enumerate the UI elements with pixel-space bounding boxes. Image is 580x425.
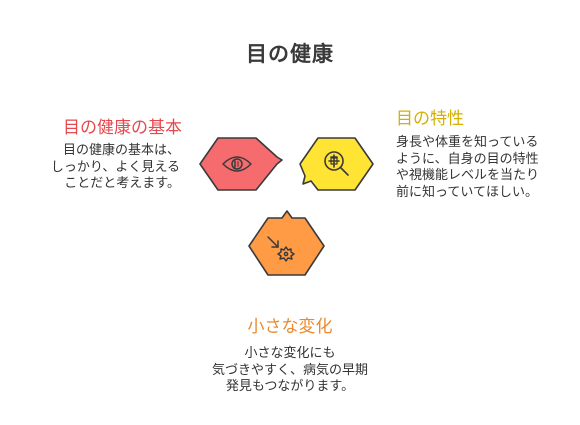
eye-icon [222, 156, 252, 172]
traits-line: 前に知っていてほしい。 [396, 184, 538, 200]
change-line: 気づきやすく、病気の早期 [211, 362, 368, 378]
basics-heading: 目の健康の基本 [63, 118, 182, 138]
basics-line: 目の健康の基本は、 [62, 143, 180, 158]
change-description: 小さな変化にも 気づきやすく、病気の早期 発見もつながります。 [0, 346, 580, 396]
traits-line: ように、自身の目の特性 [396, 151, 539, 167]
diagram-title: 目の健康 [246, 42, 334, 66]
change-hexagon [248, 210, 325, 276]
traits-heading: 目の特性 [396, 109, 464, 129]
traits-line: 身長や体重を知っている [396, 135, 539, 150]
traits-line: や視機能レベルを当たり [396, 168, 540, 183]
change-heading: 小さな変化 [247, 317, 333, 337]
basics-line: しっかり、よく見える [50, 159, 180, 175]
traits-hexagon [299, 137, 374, 191]
basics-line: ことだと考えます。 [64, 176, 180, 191]
change-line: 小さな変化にも [244, 346, 336, 361]
magnifier-plus-icon [324, 151, 349, 176]
traits-description: 身長や体重を知っている ように、自身の目の特性 や視機能レベルを当たり 前に知っ… [396, 135, 539, 201]
basics-hexagon [199, 137, 283, 191]
basics-description: 目の健康の基本は、 しっかり、よく見える ことだと考えます。 [28, 143, 180, 193]
change-line: 発見もつながります。 [225, 379, 355, 394]
burst-arrow-icon [267, 236, 295, 262]
